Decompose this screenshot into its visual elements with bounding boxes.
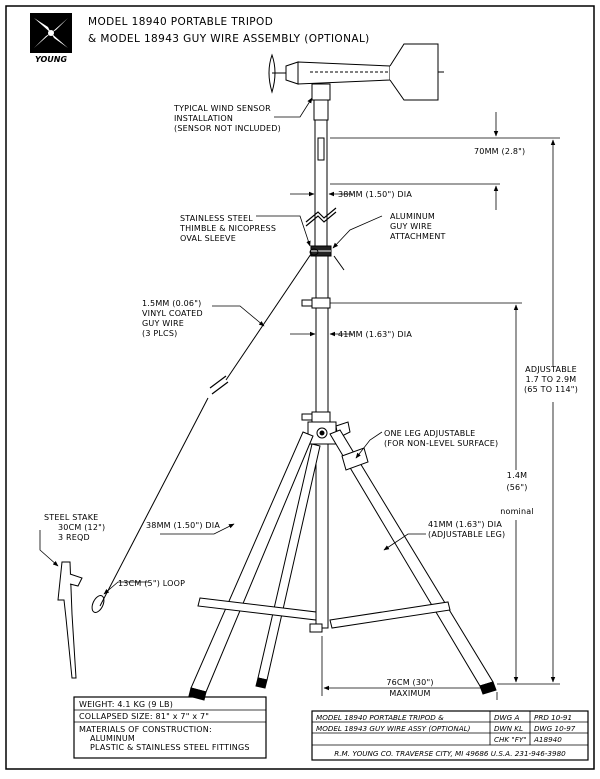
width-label-1: 76CM (30") — [386, 678, 433, 687]
one-leg-label-1: ONE LEG ADJUSTABLE — [384, 429, 475, 438]
guy-wire-label-3: GUY WIRE — [142, 319, 184, 328]
dimension-lines — [39, 97, 560, 700]
steel-stake — [57, 561, 83, 679]
guy-wire-label-4: (3 PLCS) — [142, 329, 177, 338]
mid-dia-label: 41MM (1.63") DIA — [338, 330, 412, 339]
logo-text: YOUNG — [35, 55, 68, 64]
adjustable-label-2: 1.7 TO 2.9M — [526, 375, 577, 384]
materials-item-1: ALUMINUM — [90, 734, 135, 743]
adjustable-label-3: (65 TO 114") — [524, 385, 578, 394]
sensor-label-3: (SENSOR NOT INCLUDED) — [174, 124, 281, 133]
title-block — [311, 710, 589, 761]
loop-label: 13CM (5") LOOP — [118, 579, 185, 588]
attachment-label-2: GUY WIRE — [390, 222, 432, 231]
nominal-label-3: nominal — [500, 507, 534, 516]
guy-wire-label-1: 1.5MM (0.06") — [142, 299, 201, 308]
collapsed-spec: COLLAPSED SIZE: 81" x 7" x 7" — [79, 712, 209, 721]
adj-leg-label-2: (ADJUSTABLE LEG) — [428, 530, 505, 539]
mast — [301, 119, 351, 629]
tb-company: R.M. YOUNG CO. TRAVERSE CITY, MI 49686 U… — [334, 749, 566, 758]
sensor-label-2: INSTALLATION — [174, 114, 233, 123]
tb-dwg-date: DWG 10-97 — [534, 724, 576, 733]
adj-leg-label-1: 41MM (1.63") DIA — [428, 520, 502, 529]
nominal-label-1: 1.4M — [507, 471, 527, 480]
guy-wire-label-2: VINYL COATED — [142, 309, 203, 318]
title-line-2: & MODEL 18943 GUY WIRE ASSEMBLY (OPTIONA… — [88, 33, 370, 45]
adjustable-label-1: ADJUSTABLE — [525, 365, 577, 374]
tb-dwg: DWG A — [494, 713, 519, 722]
young-logo: YOUNG — [30, 13, 72, 64]
specs-box: WEIGHT: 4.1 KG (9 LB) COLLAPSED SIZE: 81… — [73, 696, 267, 759]
stake-label-2: 30CM (12") — [58, 523, 105, 532]
offset-70-label: 70MM (2.8") — [474, 147, 525, 156]
materials-heading: MATERIALS OF CONSTRUCTION: — [79, 725, 212, 734]
width-label-2: MAXIMUM — [389, 689, 430, 698]
weight-spec: WEIGHT: 4.1 KG (9 LB) — [79, 700, 173, 709]
title-block-text: MODEL 18940 PORTABLE TRIPOD & MODEL 1894… — [316, 713, 576, 758]
one-leg-label-2: (FOR NON-LEVEL SURFACE) — [384, 439, 498, 448]
title-line-1: MODEL 18940 PORTABLE TRIPOD — [88, 16, 273, 28]
thimble-label-1: STAINLESS STEEL — [180, 214, 253, 223]
thimble-label-3: OVAL SLEEVE — [180, 234, 236, 243]
thimble-label-2: THIMBLE & NICOPRESS — [179, 224, 276, 233]
stake-label-3: 3 REQD — [58, 533, 90, 542]
tb-chk: CHK "FY" — [494, 735, 527, 744]
sheet-border — [5, 5, 595, 770]
stake-label-1: STEEL STAKE — [44, 513, 98, 522]
callout-labels: TYPICAL WIND SENSOR INSTALLATION (SENSOR… — [44, 104, 578, 698]
wind-sensor — [268, 43, 444, 121]
tb-row-2: MODEL 18943 GUY WIRE ASSY (OPTIONAL) — [316, 724, 471, 733]
leg-dia-label: 38MM (1.50") DIA — [146, 521, 220, 530]
upper-dia-label: 38MM (1.50") DIA — [338, 190, 412, 199]
tripod-legs — [188, 429, 497, 701]
nominal-label-2: (56") — [506, 483, 527, 492]
guy-wire — [91, 248, 345, 613]
attachment-label-3: ATTACHMENT — [390, 232, 446, 241]
materials-item-2: PLASTIC & STAINLESS STEEL FITTINGS — [90, 743, 250, 752]
tb-drawing-number: A18940 — [533, 735, 562, 744]
tb-prd: PRD 10-91 — [534, 713, 572, 722]
attachment-label-1: ALUMINUM — [390, 212, 435, 221]
sensor-label-1: TYPICAL WIND SENSOR — [173, 104, 271, 113]
tb-row-1: MODEL 18940 PORTABLE TRIPOD & — [316, 713, 444, 722]
tb-dwn: DWN KL — [494, 724, 523, 733]
